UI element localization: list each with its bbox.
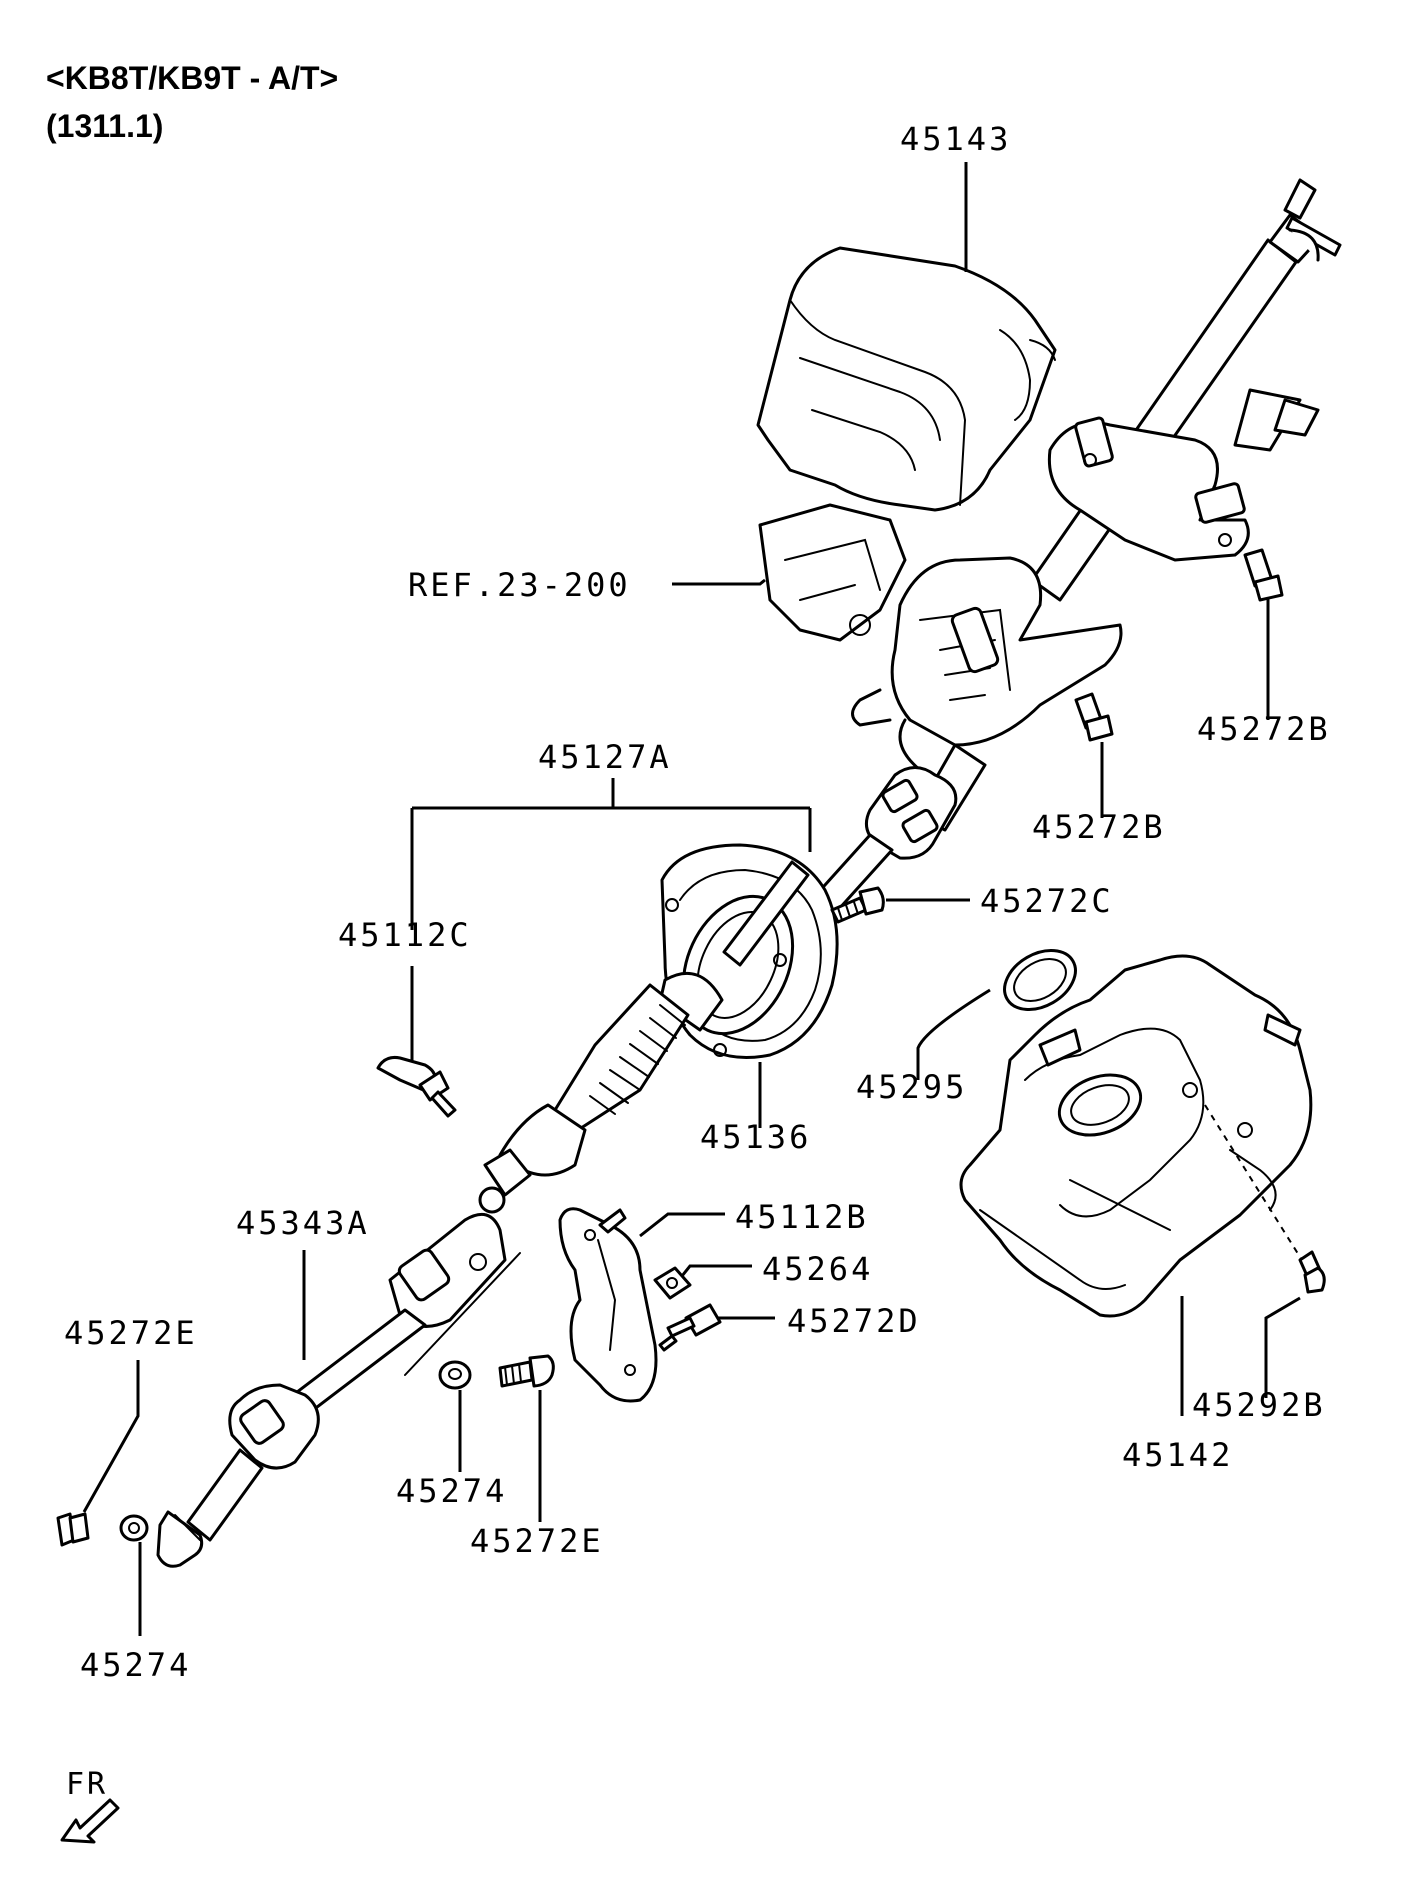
bolt-45272e-mid[interactable] <box>498 1354 555 1388</box>
ref-housing[interactable] <box>758 503 907 642</box>
bolt-45272c[interactable] <box>830 886 885 924</box>
label-45272b-right: 45272B <box>1197 710 1331 748</box>
nut-45274-mid[interactable] <box>438 1360 472 1390</box>
label-45272e-left: 45272E <box>64 1314 198 1352</box>
label-45127a: 45127A <box>538 738 672 776</box>
seal-45295[interactable] <box>994 938 1086 1021</box>
label-45272d: 45272D <box>787 1302 921 1340</box>
label-ref-23-200: REF.23-200 <box>408 566 631 604</box>
bracket-45112b[interactable] <box>558 1207 658 1403</box>
label-45112c: 45112C <box>338 916 472 954</box>
nut-45274-left[interactable] <box>119 1514 149 1542</box>
leader-lines <box>82 162 1301 1636</box>
label-45274-left: 45274 <box>80 1646 191 1684</box>
clip-45112c[interactable] <box>376 1056 457 1118</box>
label-45295: 45295 <box>856 1068 967 1106</box>
fastener-45264[interactable] <box>653 1266 692 1300</box>
label-45143: 45143 <box>900 120 1011 158</box>
bolt-45272b-mid[interactable] <box>1074 692 1114 742</box>
universal-joint-45343a[interactable] <box>156 1212 507 1568</box>
label-45272e-bottom: 45272E <box>470 1522 604 1560</box>
column-bracket[interactable] <box>1047 416 1250 562</box>
front-direction-arrow-icon <box>60 1798 120 1844</box>
lower-column-cover[interactable] <box>959 954 1313 1318</box>
header-code: (1311.1) <box>46 108 164 144</box>
bolt-45272b-right[interactable] <box>1243 548 1284 602</box>
label-45112b: 45112B <box>735 1198 869 1236</box>
screw-45292b[interactable] <box>1298 1250 1326 1294</box>
cover-screw-axis <box>1204 1104 1306 1266</box>
label-45136: 45136 <box>700 1118 811 1156</box>
bellows-shaft[interactable] <box>478 860 810 1214</box>
upper-column-cover[interactable] <box>756 246 1057 512</box>
label-45292b: 45292B <box>1192 1386 1326 1424</box>
alignment-line <box>404 1252 521 1376</box>
bolt-45272e-left[interactable] <box>56 1512 90 1547</box>
header-model: <KB8T/KB9T - A/T> <box>46 60 339 96</box>
lower-column-housing[interactable] <box>851 556 1123 778</box>
label-45343a: 45343A <box>236 1204 370 1242</box>
label-fr: FR <box>66 1767 108 1802</box>
label-45274-mid: 45274 <box>396 1472 507 1510</box>
label-45272c: 45272C <box>980 882 1114 920</box>
label-45272b-mid: 45272B <box>1032 808 1166 846</box>
label-45264: 45264 <box>762 1250 873 1288</box>
bolt-45272d[interactable] <box>658 1303 722 1352</box>
label-45142: 45142 <box>1122 1436 1233 1474</box>
